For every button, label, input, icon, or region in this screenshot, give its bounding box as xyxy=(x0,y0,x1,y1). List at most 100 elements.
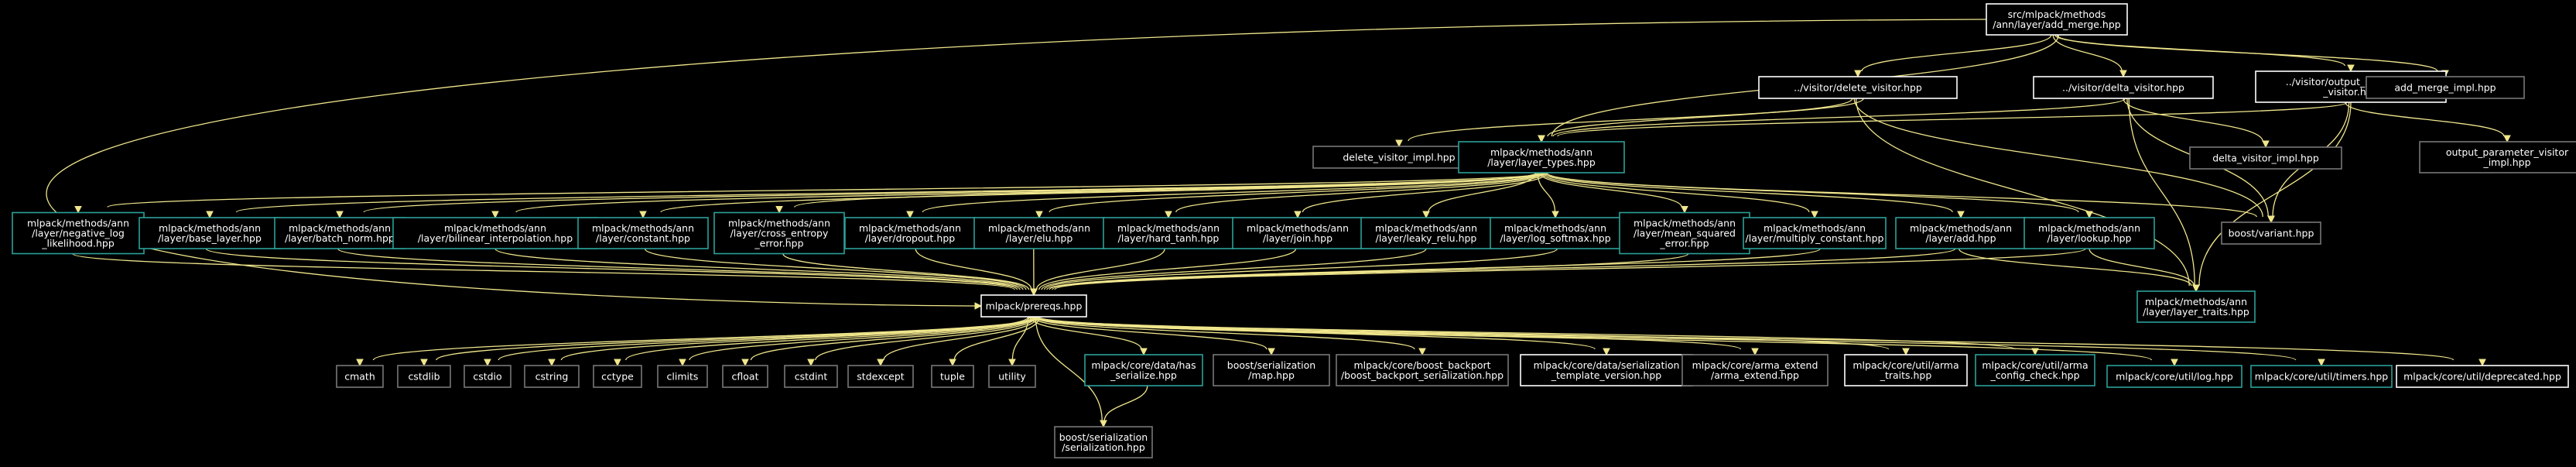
arrowhead-prereqs xyxy=(1030,288,1038,297)
node-box xyxy=(1975,354,2095,386)
node-base-layer[interactable]: mlpack/methods/ann/layer/base_layer.hpp xyxy=(139,217,281,249)
node-label: /layer/multiply_constant.hpp xyxy=(1746,232,1884,244)
node-label: mlpack/methods/ann xyxy=(1247,222,1349,234)
edge-prereqs-to-cctype xyxy=(625,316,1031,361)
edge-delete_visitor-to-delete_visitor_impl xyxy=(1408,98,1864,142)
node-join[interactable]: mlpack/methods/ann/layer/join.hpp xyxy=(1232,217,1363,249)
edge-delete_visitor-to-layer_types xyxy=(1547,98,1853,137)
node-box xyxy=(988,365,1036,388)
arrowhead-output_param_impl xyxy=(2503,135,2511,143)
node-arma-config[interactable]: mlpack/core/util/arma_config_check.hpp xyxy=(1975,354,2095,386)
arrowhead-batch_norm xyxy=(336,211,344,219)
node-dropout[interactable]: mlpack/methods/ann/layer/dropout.hpp xyxy=(844,217,976,249)
node-ser-template[interactable]: mlpack/core/data/serialization_template_… xyxy=(1520,354,1693,386)
node-label: delete_visitor_impl.hpp xyxy=(1343,152,1455,163)
node-has-serialize[interactable]: mlpack/core/data/has_serialize.hpp xyxy=(1084,354,1203,386)
node-box xyxy=(657,365,708,388)
node-lookup[interactable]: mlpack/methods/ann/layer/lookup.hpp xyxy=(2024,217,2155,249)
node-box xyxy=(1895,217,2027,249)
node-label: output_parameter_visitor xyxy=(2446,146,2569,158)
node-box xyxy=(2419,141,2576,173)
edge-output_param-to-layer_traits xyxy=(2198,101,2352,287)
node-cstdint: cstdint xyxy=(784,365,838,388)
node-box xyxy=(2189,146,2342,170)
node-box xyxy=(980,294,1087,318)
node-deprecated[interactable]: mlpack/core/util/deprecated.hpp xyxy=(2396,365,2569,388)
arrowhead-delta_visitor xyxy=(2119,70,2127,78)
node-label: mlpack/methods/ann xyxy=(1117,222,1220,234)
node-mult-const[interactable]: mlpack/methods/ann/layer/multiply_consta… xyxy=(1743,217,1887,249)
node-label: /layer/batch_norm.hpp xyxy=(285,232,395,244)
node-label: cstdint xyxy=(795,371,828,383)
edge-has_serialize-to-ser_ser xyxy=(1103,385,1148,422)
node-prereqs[interactable]: mlpack/prereqs.hpp xyxy=(980,294,1087,318)
edge-leaky_relu-to-prereqs xyxy=(1041,248,1427,290)
arrowhead-output_param xyxy=(2347,64,2355,73)
node-label: mlpack/core/util/arma xyxy=(1852,359,1959,371)
node-box xyxy=(1619,211,1750,255)
arrowhead-ser_ser xyxy=(1100,420,1107,428)
node-layer-types[interactable]: mlpack/methods/ann/layer/layer_types.hpp xyxy=(1458,141,1625,173)
edge-join-to-prereqs xyxy=(1038,248,1297,290)
node-timers[interactable]: mlpack/core/util/timers.hpp xyxy=(2250,365,2393,388)
node-log[interactable]: mlpack/core/util/log.hpp xyxy=(2106,365,2242,388)
node-label: /ann/layer/add_merge.hpp xyxy=(1993,19,2121,30)
arrowhead-cstring xyxy=(548,359,556,367)
node-cfloat: cfloat xyxy=(722,365,768,388)
node-add[interactable]: mlpack/methods/ann/layer/add.hpp xyxy=(1895,217,2027,249)
node-leaky-relu[interactable]: mlpack/methods/ann/layer/leaky_relu.hpp xyxy=(1360,217,1492,249)
node-ser-map: boost/serialization/map.hpp xyxy=(1213,354,1330,386)
node-box xyxy=(713,211,845,255)
node-cross-entropy[interactable]: mlpack/methods/ann/layer/cross_entropy_e… xyxy=(713,211,845,255)
node-label: mlpack/core/boost_backport xyxy=(1353,359,1490,371)
arrowhead-arma_traits xyxy=(1902,348,1910,356)
node-label: /layer/log_softmax.hpp xyxy=(1500,232,1610,244)
node-delete-visitor[interactable]: ../visitor/delete_visitor.hpp xyxy=(1758,76,1958,99)
arrowhead-delete_visitor_impl xyxy=(1395,139,1403,148)
edge-prereqs-to-has_serialize xyxy=(1029,316,1142,350)
node-log-softmax[interactable]: mlpack/methods/ann/layer/log_softmax.hpp xyxy=(1490,217,1621,249)
node-label: mlpack/methods/ann xyxy=(1634,218,1736,229)
node-label: /layer/cross_entropy xyxy=(730,228,829,239)
arrowhead-elu xyxy=(1035,211,1043,219)
arrowhead-arma_config xyxy=(2031,348,2039,356)
node-arma-traits[interactable]: mlpack/core/util/arma_traits.hpp xyxy=(1844,354,1968,386)
node-layer-traits[interactable]: mlpack/methods/ann/layer/layer_traits.hp… xyxy=(2136,290,2256,323)
node-boost-variant: boost/variant.hpp xyxy=(2221,221,2321,245)
node-label: mlpack/methods/ann xyxy=(1490,146,1592,158)
edge-root-to-add_merge_impl xyxy=(2056,34,2438,72)
arrowhead-layer_types xyxy=(1538,135,1545,143)
arrowhead-add xyxy=(1957,211,1965,219)
node-batch-norm[interactable]: mlpack/methods/ann/layer/batch_norm.hpp xyxy=(274,217,405,249)
arrowhead-stdexcept xyxy=(877,359,884,367)
edge-layer_types-to-hard_tanh xyxy=(1175,172,1546,213)
node-label: /layer/base_layer.hpp xyxy=(158,232,262,244)
arrowhead-bilinear xyxy=(491,211,499,219)
node-box xyxy=(392,217,598,249)
arrowhead-has_serialize xyxy=(1140,348,1148,356)
node-box xyxy=(1681,354,1829,386)
node-bilinear[interactable]: mlpack/methods/ann/layer/bilinear_interp… xyxy=(392,217,598,249)
arrowhead-layer_traits xyxy=(2192,284,2200,293)
node-hard-tanh[interactable]: mlpack/methods/ann/layer/hard_tanh.hpp xyxy=(1103,217,1234,249)
node-mse[interactable]: mlpack/methods/ann/layer/mean_squared_er… xyxy=(1619,211,1750,255)
edge-root-to-delta_visitor xyxy=(2052,34,2123,72)
node-elu[interactable]: mlpack/methods/ann/layer/elu.hpp xyxy=(973,217,1105,249)
edge-layer_types-to-base_layer xyxy=(235,172,1546,213)
node-label: mlpack/methods/ann xyxy=(988,222,1090,234)
node-label: mlpack/core/data/serialization xyxy=(1534,359,1680,371)
edge-layer_types-to-neg_log xyxy=(107,172,1545,208)
node-cmath: cmath xyxy=(336,365,384,388)
arrowhead-boost_backport xyxy=(1418,348,1426,356)
node-neg-log[interactable]: mlpack/methods/ann/layer/negative_log_li… xyxy=(12,211,145,255)
node-constant[interactable]: mlpack/methods/ann/layer/constant.hpp xyxy=(577,217,709,249)
arrowhead-dropout xyxy=(906,211,914,219)
arrowhead-boost_variant xyxy=(2267,215,2275,224)
node-label: _config_check.hpp xyxy=(1989,369,2079,381)
edge-base_layer-to-prereqs xyxy=(205,248,1018,290)
node-label: mlpack/methods/ann xyxy=(289,222,391,234)
arrowhead-log xyxy=(2171,359,2178,367)
edge-constant-to-prereqs xyxy=(644,248,1027,290)
edge-root-to-delete_visitor xyxy=(1861,34,2052,72)
node-delta-visitor[interactable]: ../visitor/delta_visitor.hpp xyxy=(2033,76,2214,99)
